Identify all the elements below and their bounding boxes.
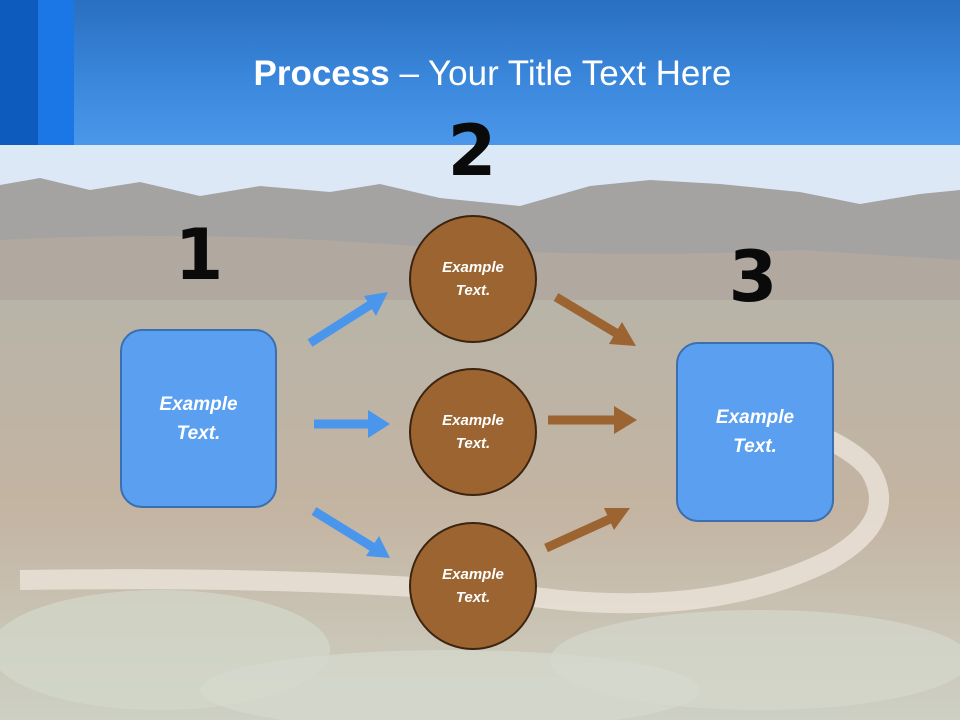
box-text-line2: Text. bbox=[176, 422, 221, 444]
box-text-line1: Example bbox=[159, 393, 238, 415]
title-bold-part: Process bbox=[253, 54, 390, 93]
brown-arrow-from-bottom bbox=[544, 508, 630, 553]
banner-accent-stripe bbox=[0, 0, 38, 145]
process-circle-1: Example Text. bbox=[409, 215, 537, 343]
blue-arrow-to-middle bbox=[314, 410, 390, 438]
circle-text-line1: Example bbox=[442, 259, 504, 276]
title-banner bbox=[0, 0, 960, 145]
slide-title: Process – Your Title Text Here bbox=[0, 52, 960, 96]
step-number-3: 3 bbox=[728, 236, 778, 318]
circle-text-line1: Example bbox=[442, 412, 504, 429]
step-number-2: 2 bbox=[447, 110, 497, 192]
title-rest: Your Title Text Here bbox=[428, 54, 732, 93]
brown-arrow-from-middle bbox=[548, 406, 637, 434]
process-box-output: Example Text. bbox=[676, 342, 834, 522]
step-number-1: 1 bbox=[174, 214, 224, 296]
process-circle-3: Example Text. bbox=[409, 522, 537, 650]
blue-arrow-to-bottom bbox=[311, 507, 390, 558]
box-text-line1: Example bbox=[715, 407, 795, 428]
circle-text-line1: Example bbox=[442, 566, 504, 583]
blue-arrow-to-top bbox=[307, 292, 388, 347]
process-circle-2: Example Text. bbox=[409, 368, 537, 496]
brown-arrow-from-top bbox=[553, 293, 636, 346]
circle-text-line2: Text. bbox=[455, 282, 491, 299]
box-text-line2: Text. bbox=[733, 436, 777, 457]
banner-accent-stripe bbox=[38, 0, 74, 145]
circle-text-line2: Text. bbox=[455, 435, 491, 452]
process-box-input: Example Text. bbox=[120, 329, 277, 508]
title-separator: – bbox=[389, 54, 428, 93]
circle-text-line2: Text. bbox=[455, 589, 491, 606]
